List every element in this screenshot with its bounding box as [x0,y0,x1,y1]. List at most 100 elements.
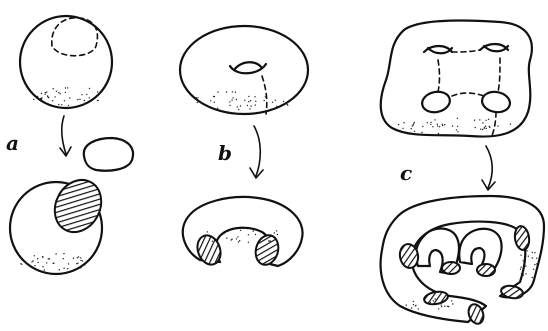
stipple-dot [442,125,443,126]
stipple-dot [34,255,35,256]
stipple-dot [413,304,414,305]
stipple-dot [489,126,490,127]
stipple-dot [20,263,21,264]
stipple-dot [534,264,535,265]
stipple-dot [56,91,57,92]
stipple-dot [255,104,256,105]
stipple-dot [45,92,46,93]
stipple-dot [536,258,537,259]
stipple-dot [212,241,213,242]
stipple-dot [411,128,412,129]
stipple-dot [33,99,34,100]
stipple-dot [452,303,453,304]
stipple-dot [237,106,238,107]
genus-surface-cut [381,196,544,326]
stipple-dot [58,104,59,105]
stipple-dot [399,305,400,306]
stipple-dot [486,128,487,129]
stipple-dot [432,126,433,127]
stipple-dot [520,255,521,256]
stipple-dot [229,105,230,106]
stipple-dot [217,91,218,92]
stipple-dot [207,231,208,232]
stipple-dot [287,104,288,105]
stipple-dot [430,302,431,303]
stipple-dot [255,234,256,235]
stipple-dot [77,257,78,258]
stipple-dot [413,301,414,302]
stipple-dot [65,92,66,93]
stipple-dot [448,306,449,307]
stipple-dot [264,100,265,101]
stipple-dot [52,263,53,264]
stipple-dot [480,129,481,130]
stipple-dot [433,300,434,301]
stipple-dot [46,262,47,263]
stipple-dot [272,102,273,103]
sphere-top [20,16,112,108]
stipple-dot [437,124,438,125]
stipple-dot [231,99,232,100]
stipple-dot [240,230,241,231]
stipple-dot [214,102,215,103]
stipple-dot [497,125,498,126]
stipple-dot [232,91,233,92]
stipple-dot [457,126,458,127]
stipple-dot [525,265,526,266]
cut-end-2 [442,262,460,274]
stipple-dot [84,103,85,104]
stipple-dot [438,308,439,309]
panel-b: b [180,26,308,268]
stipple-dot [435,298,436,299]
stipple-dot [59,269,60,270]
stipple-dot [197,97,198,98]
stipple-dot [451,300,452,301]
genus-surface-top [381,20,532,136]
stipple-dot [64,100,65,101]
stipple-dot [261,237,262,238]
stipple-dot [421,132,422,133]
stipple-dot [402,128,403,129]
stipple-dot [63,268,64,269]
stipple-dot [484,127,485,128]
stipple-dot [226,237,227,238]
stipple-dot [31,261,32,262]
stipple-dot [265,96,266,97]
stipple-dot [80,257,81,258]
stipple-dot [525,273,526,274]
stipple-dot [406,304,407,305]
stipple-dot [97,100,98,101]
stipple-dot [520,267,521,268]
panel-c: c [381,20,544,325]
stipple-dot [52,100,53,101]
stipple-dot [61,104,62,105]
stipple-dot [77,263,78,264]
arrow-c [486,146,492,188]
stipple-dot [47,96,48,97]
stipple-dot [457,118,458,119]
stipple-dot [254,96,255,97]
stipple-dot [482,129,483,130]
stipple-dot [250,105,251,106]
panel-a-label: a [6,131,19,155]
stipple-dot [37,96,38,97]
stipple-dot [247,105,248,106]
stipple-dot [41,93,42,94]
stipple-dot [418,308,419,309]
stipple-dot [89,88,90,89]
stipple-dot [67,268,68,269]
stipple-dot [488,119,489,120]
stipple-dot [523,260,524,261]
stipple-dot [532,252,533,253]
stipple-dot [479,119,480,120]
stipple-dot [270,240,271,241]
stipple-dot [526,250,527,251]
stipple-dot [41,97,42,98]
stipple-dot [76,263,77,264]
stipple-dot [244,100,245,101]
stipple-dot [68,263,69,264]
stipple-dot [54,96,55,97]
stipple-dot [212,237,213,238]
stipple-dot [412,124,413,125]
